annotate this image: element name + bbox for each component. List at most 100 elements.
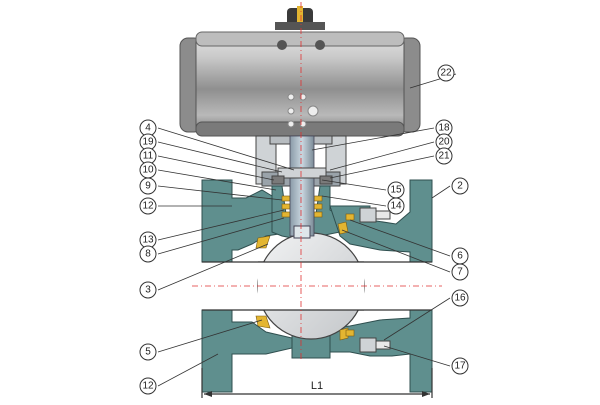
dimension-l1: L1 [201,368,433,398]
dim-arrow-left [204,391,212,397]
callout-number: 17 [454,361,466,372]
packing-2 [281,203,291,210]
callout-19: 19 [139,133,157,151]
callout-3: 3 [139,281,157,299]
leader-19 [157,141,283,173]
actuator [179,6,421,137]
callout-number: 4 [145,123,151,134]
callout-circle [435,147,453,165]
gland-bolt-right [319,175,333,185]
body-right-lower [329,309,433,393]
callout-number: 22 [440,68,452,79]
port-hole [299,120,307,128]
callout-number: 12 [142,381,154,392]
callout-17: 17 [451,357,469,375]
callout-12-lower: 12 [139,377,157,395]
leader-18 [311,127,435,151]
leader-16 [383,297,451,341]
callout-number: 5 [145,347,151,358]
callout-circle [387,197,405,215]
seat-lower-left [255,315,271,329]
callout-number: 7 [457,267,463,278]
callout-number: 15 [390,185,402,196]
leader-9 [157,185,283,201]
port-hole-large [307,105,319,117]
leader-2 [431,185,451,199]
callout-number: 12 [142,201,154,212]
body-bolt-head-upper [375,210,391,220]
stem [289,135,315,237]
valve-body [201,179,433,393]
callout-9: 9 [139,177,157,195]
callout-circle [139,245,157,263]
callout-circle [139,281,157,299]
callout-15: 15 [387,181,405,199]
callout-circle [139,343,157,361]
packing-5 [313,203,323,210]
packing-1 [281,195,291,202]
air-port-left [277,40,287,50]
body-bolt-upper [359,207,377,223]
leader-3 [157,243,269,291]
callout-16: 16 [451,289,469,307]
leader-8 [157,217,285,255]
air-port-right [315,40,325,50]
leader-14 [321,195,387,207]
port-hole [287,120,295,128]
callout-21: 21 [435,147,453,165]
callout-circle [451,357,469,375]
callout-number: 2 [457,181,463,192]
actuator-cylinder [195,31,405,137]
leader-15 [321,179,387,191]
callout-6: 6 [451,247,469,265]
callout-number: 14 [390,201,402,212]
callout-number: 20 [438,137,450,148]
callout-circle [139,377,157,395]
callout-circle [451,177,469,195]
leader-10 [157,169,277,191]
leader-5 [157,319,263,353]
leader-7 [341,229,451,273]
body-seal-lower [345,329,355,337]
callout-12-upper: 12 [139,197,157,215]
callout-10: 10 [139,161,157,179]
port-hole [287,93,295,101]
packing-6 [313,211,323,218]
callout-number: 10 [142,165,154,176]
callout-circle [451,289,469,307]
indicator-base [275,22,325,30]
leader-11 [157,155,275,181]
stem-tang [293,225,311,239]
callout-circle [451,263,469,281]
port-hole [287,107,295,115]
callout-number: 3 [145,285,151,296]
leader-12-lower [157,353,219,387]
callout-14: 14 [387,197,405,215]
seat-upper-right [337,221,349,235]
leader-4 [157,127,295,171]
packing-3 [281,211,291,218]
leader-21 [329,155,435,179]
leader-17 [383,345,451,367]
callout-number: 6 [457,251,463,262]
callout-number: 21 [438,151,450,162]
leader-6 [349,219,451,257]
leader-13 [157,209,285,241]
callout-number: 18 [438,123,450,134]
callout-number: 11 [143,151,154,162]
callout-circle [139,177,157,195]
leader-20 [329,141,435,171]
callout-5: 5 [139,343,157,361]
callout-2: 2 [451,177,469,195]
dimension-label: L1 [311,380,323,392]
callout-number: 13 [142,235,154,246]
dim-arrow-right [422,391,430,397]
gland-bolt-left [271,175,285,185]
stem-nut [277,167,327,179]
callout-circle [437,64,455,82]
packing-4 [313,195,323,202]
indicator-stripe [297,6,303,24]
callout-22: 22 [437,64,455,82]
